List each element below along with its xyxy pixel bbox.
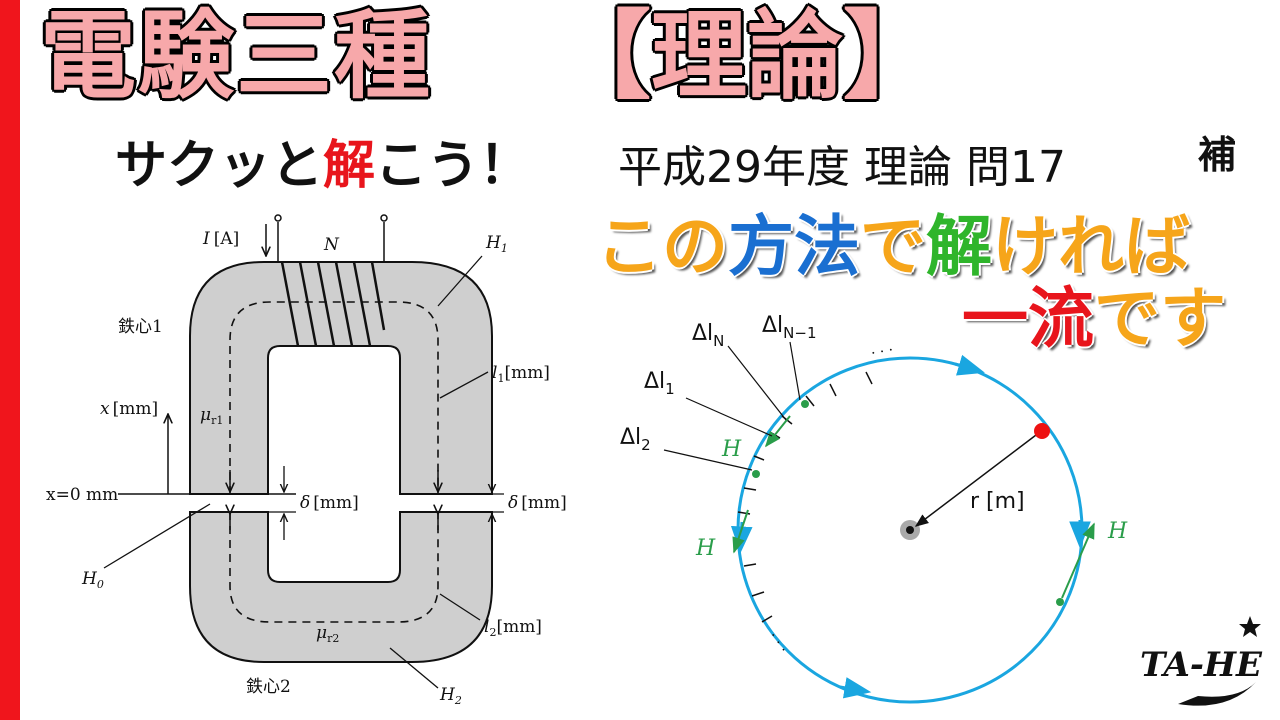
H-label-right: H <box>1107 519 1128 544</box>
H-vector <box>1061 522 1095 599</box>
H-label-upper-left: H <box>721 437 742 462</box>
leader-line <box>439 593 481 621</box>
circle-diagram: · · · · · · H H H ΔlN ΔlN−1 Δl1 Δl2 r [m… <box>620 313 1128 704</box>
leader-line <box>439 371 489 399</box>
x-label: x[mm] <box>100 399 158 419</box>
leader-line <box>103 503 211 569</box>
core2-shape <box>189 511 493 663</box>
catch-word: ければ <box>992 208 1190 285</box>
coil <box>274 214 388 347</box>
turns-label: N <box>323 235 340 255</box>
catch-word: この <box>596 208 728 285</box>
star-icon <box>1239 616 1261 637</box>
subtitle-part2: こう！ <box>375 136 532 196</box>
H-vector <box>765 415 791 448</box>
catch-word: 流 <box>1028 280 1094 357</box>
dl-2-label: Δl2 <box>620 425 651 454</box>
leader-line <box>727 345 787 421</box>
delta-right-label: δ[mm] <box>508 493 567 513</box>
leader-line <box>789 341 801 401</box>
leader-line <box>685 397 773 437</box>
red-point <box>1034 423 1050 439</box>
H0-label: H0 <box>81 569 104 591</box>
mean-path-2 <box>229 512 439 623</box>
left-accent-bar <box>0 0 20 720</box>
mean-path-1 <box>229 301 439 494</box>
crescent-shape <box>1178 682 1256 706</box>
catchphrase-line1: この方法で解ければ <box>596 214 1190 280</box>
mu-r2-label: μr2 <box>316 623 339 645</box>
exam-label: 平成29年度 理論 問17 <box>618 142 1066 193</box>
H-vector <box>732 509 749 554</box>
core1-shape <box>189 261 493 495</box>
segment-point <box>801 400 809 408</box>
l1-label: l1[mm] <box>492 363 550 385</box>
segment-ticks <box>737 371 873 623</box>
catch-word: 解 <box>926 208 992 285</box>
core2-label: 鉄心2 <box>246 677 291 697</box>
catch-word: 一 <box>962 280 1028 357</box>
segment-point <box>1056 598 1064 606</box>
center-point <box>906 526 914 534</box>
l2-label: l2[mm] <box>484 617 542 639</box>
segment-point <box>752 470 760 478</box>
H2-label: H2 <box>439 685 462 707</box>
subtitle-highlight: 解 <box>323 136 376 196</box>
current-label: I[A] <box>202 229 239 249</box>
subtitle-part1: サクッと <box>115 136 324 196</box>
core-diagram: I[A] N H1 鉄心1 l1[mm] x[mm] μr1 x=0 mm δ[… <box>46 214 567 707</box>
ellipsis-bottom: · · · <box>765 629 791 656</box>
catch-word: 方法 <box>728 208 860 285</box>
loop-direction-arrow <box>839 677 872 699</box>
title-main: 電験三種 <box>40 0 432 112</box>
x0-label: x=0 mm <box>46 485 118 505</box>
core1-label: 鉄心1 <box>118 317 163 337</box>
title-subject: 【理論】 <box>555 0 939 112</box>
radius-label: r [m] <box>970 489 1025 514</box>
subtitle: サクッと解こう！ <box>115 140 531 192</box>
logo-text: TA-HE <box>1140 645 1263 685</box>
dl-N-label: ΔlN <box>692 321 724 350</box>
dl-1-label: Δl1 <box>644 369 675 398</box>
delta-left-label: δ[mm] <box>300 493 359 513</box>
catch-word: です <box>1094 280 1226 357</box>
ellipsis-top: · · · <box>870 342 895 362</box>
radius-arrow <box>914 431 1041 527</box>
catchphrase-line2: 一流です <box>962 286 1226 352</box>
channel-logo: TA-HE <box>1140 616 1263 706</box>
supplement-mark: 補 <box>1198 133 1237 177</box>
leader-line <box>663 449 753 471</box>
dl-N-minus-1-label: ΔlN−1 <box>762 313 817 342</box>
leader-line <box>389 647 439 689</box>
H1-label: H1 <box>485 233 508 255</box>
H-label-lower-left: H <box>695 536 716 561</box>
leader-line <box>437 255 483 307</box>
catch-word: で <box>860 208 926 285</box>
loop-direction-arrow <box>954 354 985 376</box>
mu-r1-label: μr1 <box>200 405 223 427</box>
